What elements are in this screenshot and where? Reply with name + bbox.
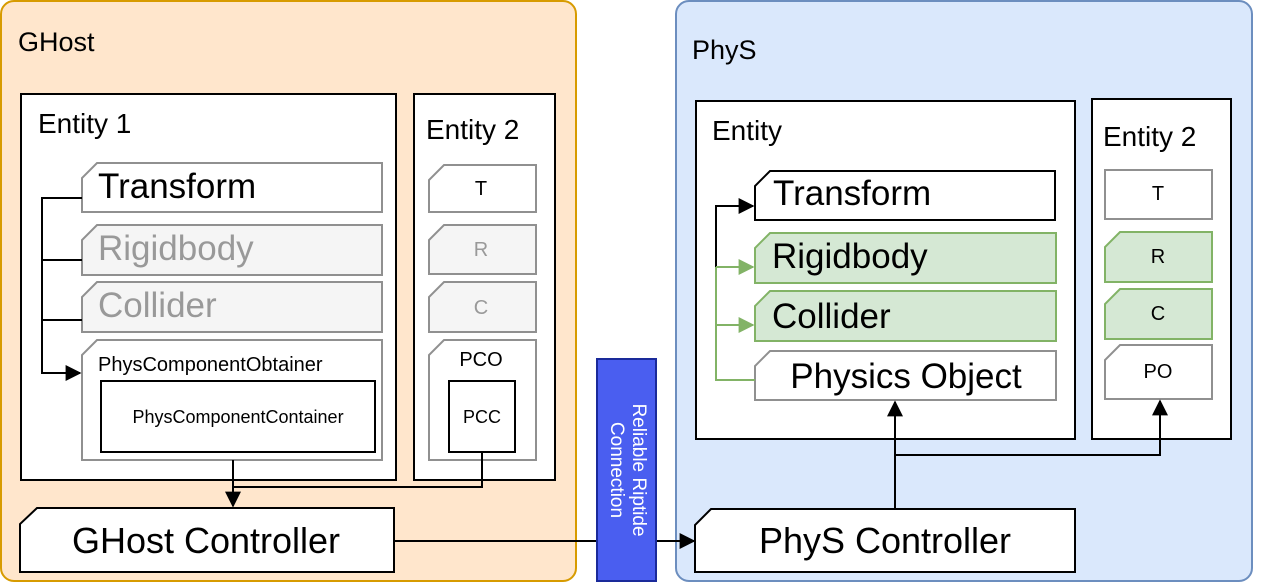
phys-collider-card: [754, 290, 1057, 342]
phys-rigidbody-card: [754, 232, 1057, 284]
ghost-e2-c-card: [428, 281, 537, 333]
ghost-e2-c-label: C: [474, 297, 488, 319]
phys-controller-card: [694, 508, 1076, 573]
ghost-controller-card: [19, 507, 395, 573]
phys-controller-to-entity2-line: [895, 399, 1168, 456]
phys-transform-card: [754, 170, 1056, 221]
phys-entity1-title: Entity: [712, 115, 783, 146]
phys-e2-c-card: [1104, 288, 1213, 340]
ghost-title: GHost: [18, 27, 95, 57]
phys-green-connector: [715, 267, 755, 381]
phys-transform-label: Transform: [773, 174, 931, 213]
riptide-connection: Reliable Riptide Connection: [596, 358, 657, 582]
phys-physics-object-card: [754, 350, 1057, 401]
phys-e2-t-box: [1104, 169, 1213, 220]
phys-entity2-title: Entity 2: [1103, 121, 1197, 152]
ghost-rigidbody-label: Rigidbody: [98, 229, 254, 268]
phys-e2-r-card: [1104, 231, 1213, 283]
phys-e2-po-label: PO: [1144, 361, 1173, 383]
ghost-e2-pcc-label: PCC: [463, 407, 501, 427]
ghost-controller-label: GHost Controller: [72, 520, 340, 561]
phys-e2-po-card: [1104, 344, 1213, 400]
phys-physics-object-label: Physics Object: [790, 357, 1022, 396]
ghost-internal-connector: [41, 197, 82, 381]
ghost-e2-pcc-box: [448, 380, 516, 453]
phys-rigidbody-label: Rigidbody: [772, 237, 928, 276]
ghost-e2-r-card: [428, 224, 537, 275]
phys-e2-c-label: C: [1151, 303, 1165, 325]
ghost-e2-pco-label: PCO: [459, 349, 502, 371]
phys-title: PhyS: [692, 35, 757, 65]
ghost-e2-t-label: T: [475, 178, 487, 200]
phys-e2-t-label: T: [1152, 183, 1164, 205]
ghost-entity1-title: Entity 1: [38, 108, 132, 139]
ghost-obtainer-label: PhysComponentObtainer: [98, 354, 323, 376]
phys-to-transform-connector: [715, 198, 755, 380]
ghost-transform-label: Transform: [98, 167, 256, 206]
phys-e2-r-label: R: [1151, 246, 1165, 268]
ghost-e2-t-card: [428, 164, 537, 213]
phys-collider-label: Collider: [772, 297, 891, 336]
ghost-container-label: PhysComponentContainer: [132, 407, 343, 427]
ghost-transform-card: [81, 162, 383, 213]
phys-controller-label: PhyS Controller: [759, 520, 1011, 561]
ghost-collider-label: Collider: [98, 286, 217, 325]
ghost-entity2-title: Entity 2: [426, 114, 520, 145]
ghost-collider-card: [81, 281, 383, 333]
ghost-entity2-to-controller-line: [233, 452, 483, 488]
ghost-rigidbody-card: [81, 224, 383, 276]
ghost-e2-r-label: R: [474, 239, 488, 261]
ghost-container-box: [100, 380, 376, 453]
